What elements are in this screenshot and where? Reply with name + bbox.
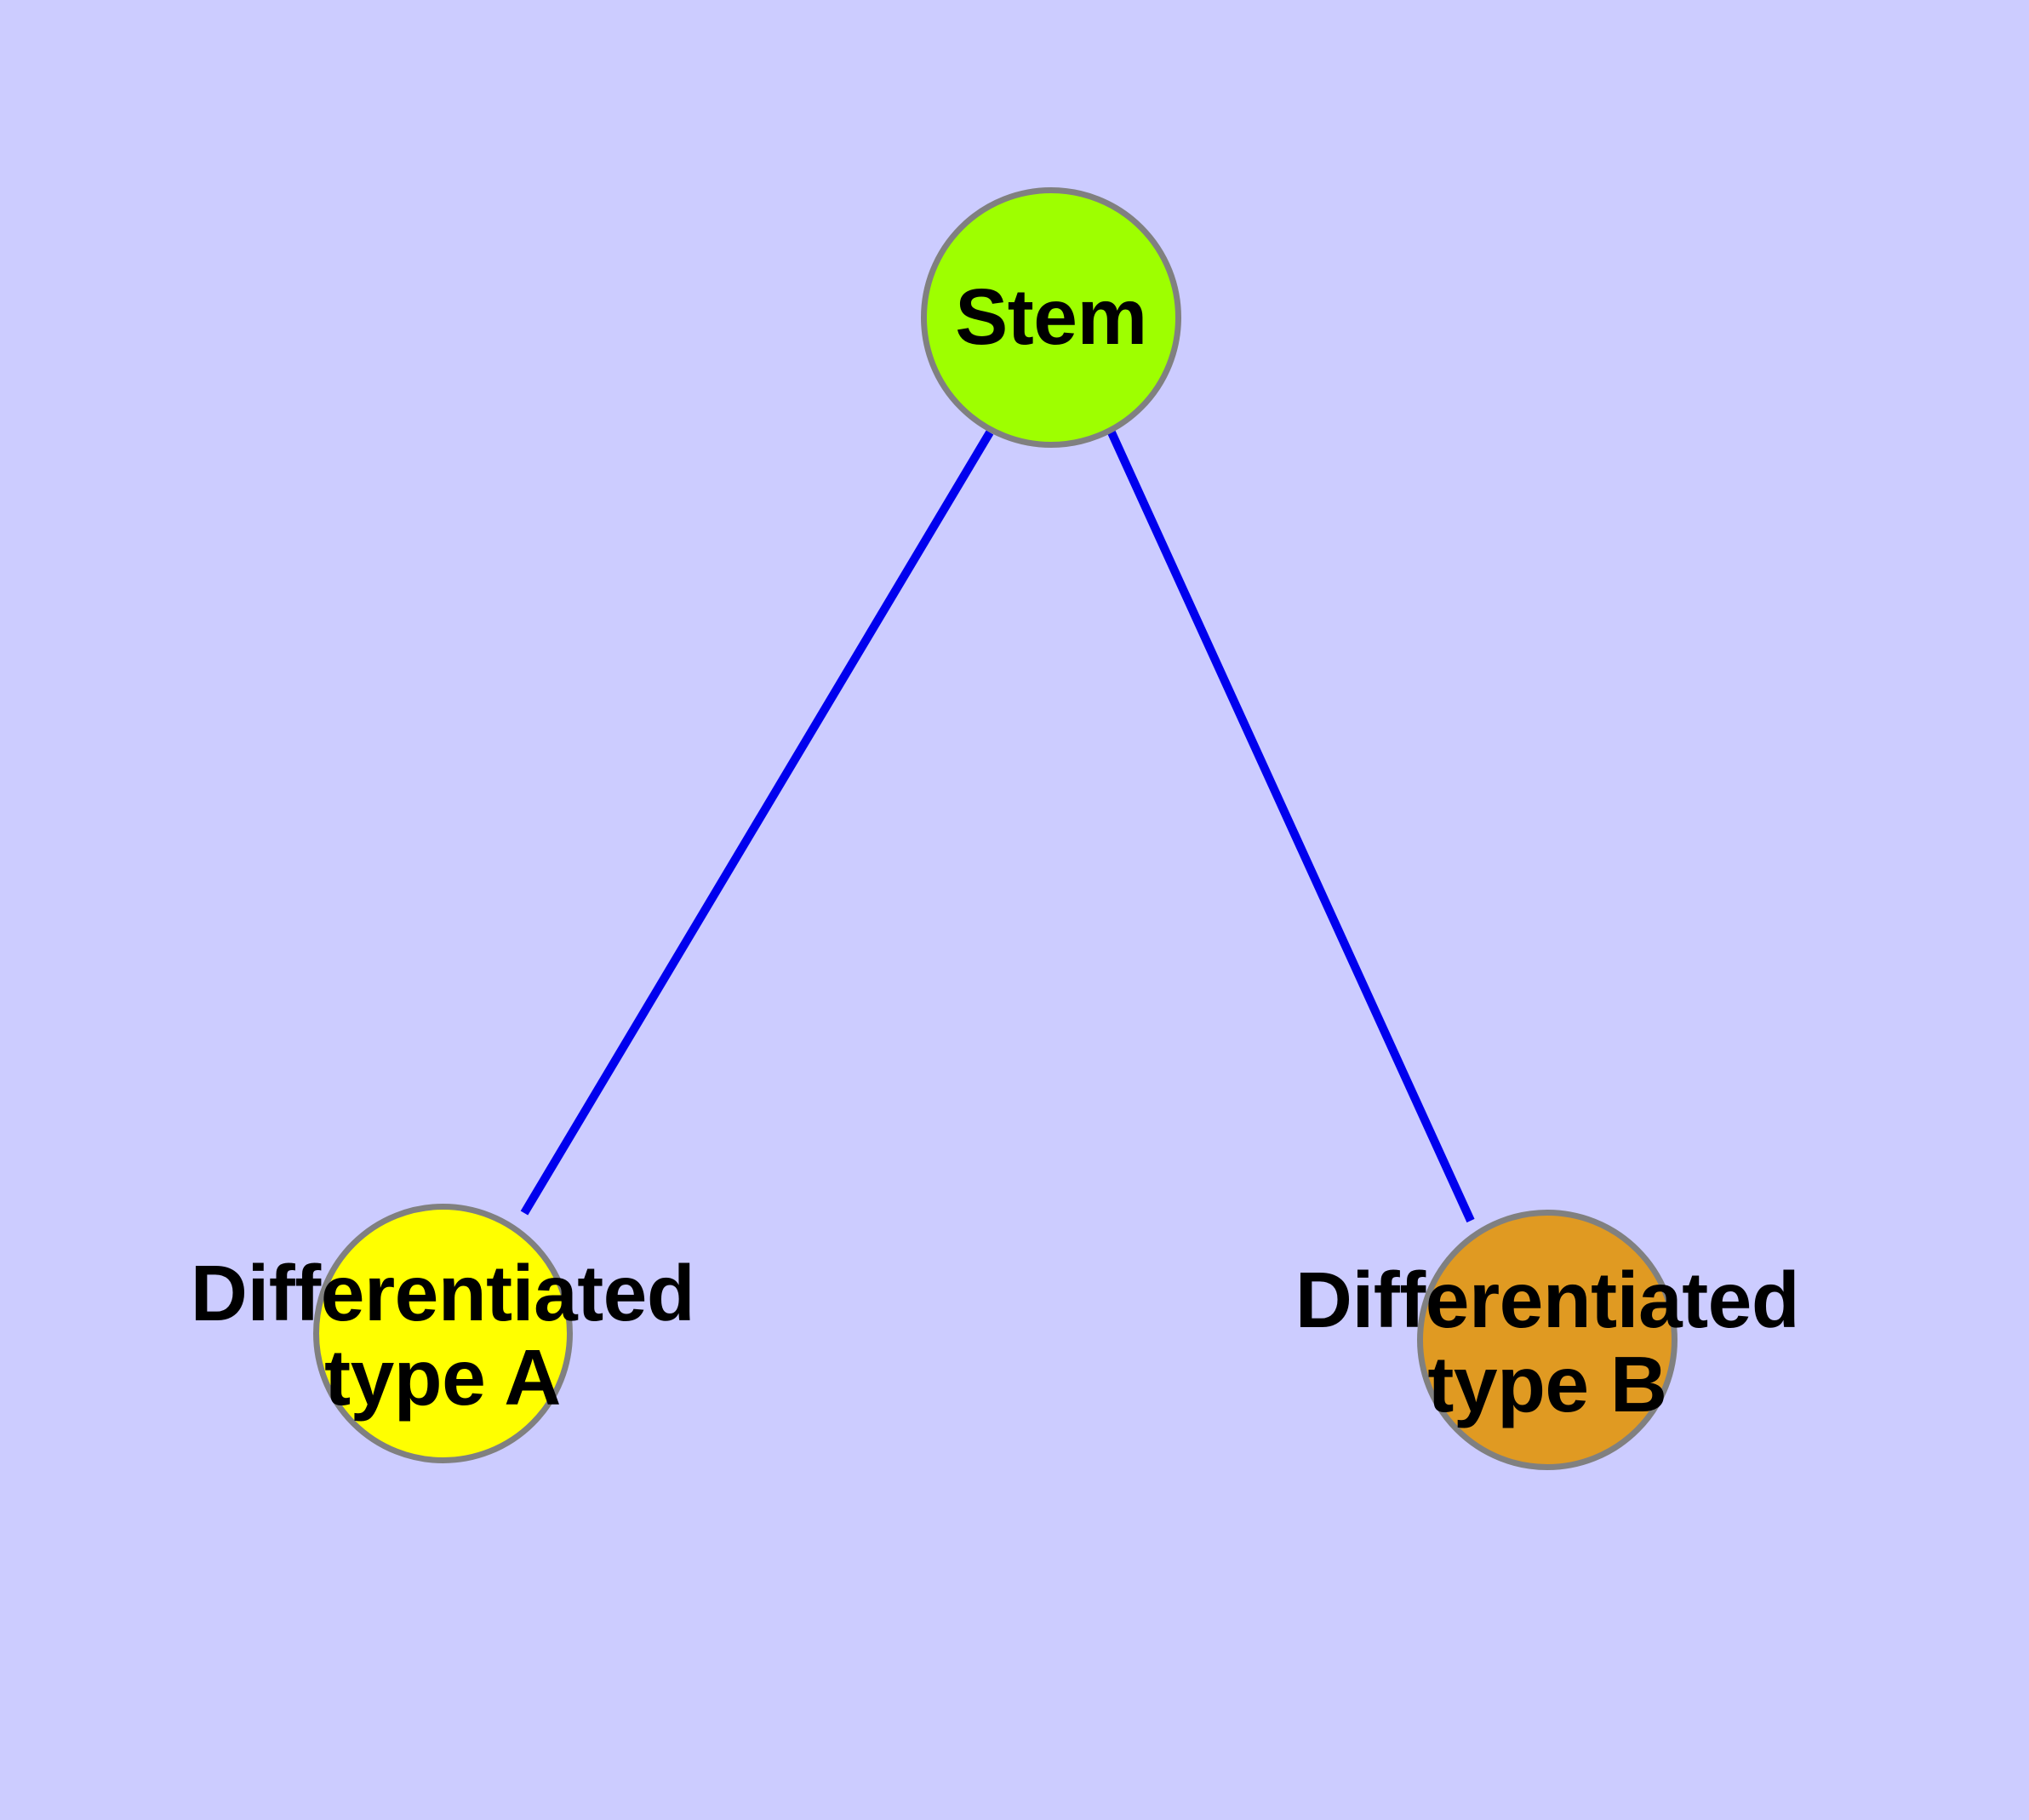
edge-stem-to-differentiated-type-a[interactable] [520, 430, 994, 1216]
edge-stem-to-differentiated-type-b[interactable] [1107, 430, 1475, 1223]
node-stem[interactable] [921, 187, 1181, 448]
node-differentiated-type-a[interactable] [313, 1204, 573, 1463]
node-differentiated-type-b[interactable] [1417, 1210, 1677, 1470]
